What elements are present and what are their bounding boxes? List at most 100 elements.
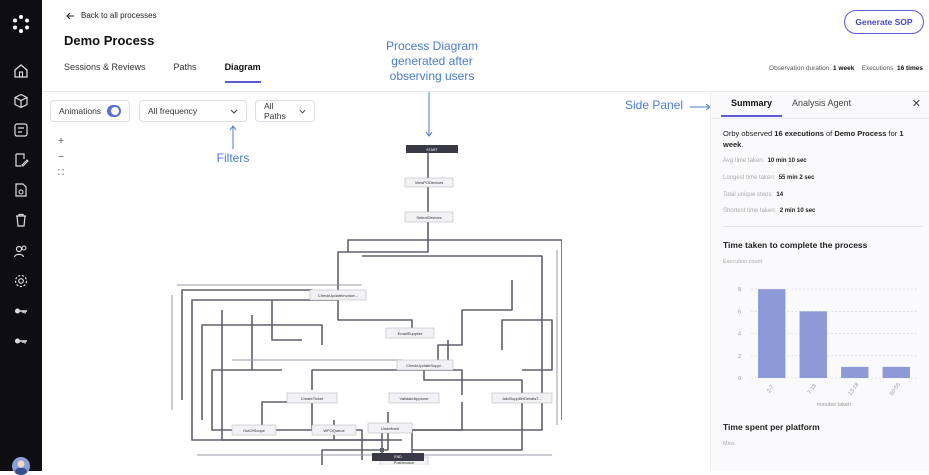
stat-value: 2 min 10 sec: [779, 208, 816, 214]
zoom-in-button[interactable]: +: [58, 136, 64, 147]
node-label: CheckUpdateInvoice...: [318, 293, 358, 298]
x-tick-label: 7-13: [807, 383, 818, 395]
x-axis-label: minutes taken: [817, 402, 851, 408]
panel-tabs: Summary Analysis Agent: [721, 98, 861, 117]
chart-title: Time taken to complete the process: [723, 240, 868, 250]
fit-view-button[interactable]: ⛶: [58, 168, 64, 177]
y-tick-label: 8: [738, 287, 741, 293]
stat-shortest-time: Shortest time taken: 2 min 10 sec: [723, 208, 815, 214]
avatar[interactable]: [12, 457, 30, 475]
box-icon[interactable]: [13, 93, 29, 109]
animations-toggle[interactable]: [107, 105, 121, 117]
stat-avg-time: Avg time taken: 10 min 10 sec: [723, 158, 807, 164]
trash-icon[interactable]: [13, 212, 29, 228]
node-label: AddSupplierDetailsT...: [502, 396, 541, 401]
summary-end: .: [741, 139, 744, 149]
api-key-icon[interactable]: [13, 333, 29, 349]
frequency-select[interactable]: All frequency: [139, 100, 247, 122]
diagram-canvas[interactable]: Animations All frequency All Paths + − ⛶…: [42, 39, 711, 471]
stat-label: Total unique steps:: [723, 192, 774, 198]
key-icon[interactable]: [13, 303, 29, 319]
process-diagram[interactable]: START ViewPODevices SelectDevices CheckU…: [162, 140, 562, 465]
report-icon[interactable]: [13, 182, 29, 198]
platform-ylabel: Mins: [723, 441, 735, 447]
paths-select[interactable]: All Paths: [255, 100, 315, 122]
y-tick-label: 6: [738, 309, 741, 315]
close-icon[interactable]: ✕: [911, 98, 921, 110]
filters-arrow-icon: [229, 125, 237, 149]
paths-select-value: All Paths: [264, 101, 286, 121]
animations-toggle-control[interactable]: Animations: [50, 100, 130, 122]
stat-label: Shortest time taken:: [723, 208, 777, 214]
node-label: SelectDevices: [416, 215, 441, 220]
summary-for: for: [886, 129, 900, 138]
chart-ylabel: Execution count: [723, 259, 763, 265]
x-tick-label: 13-18: [847, 382, 860, 397]
node-label: OutOfScope: [243, 428, 266, 433]
arrow-left-icon: [66, 12, 74, 19]
panel-divider: [711, 118, 929, 119]
stat-value: 14: [776, 192, 784, 198]
node-label: Undefined: [381, 426, 399, 431]
zoom-out-button[interactable]: −: [58, 152, 64, 163]
stat-unique-steps: Total unique steps: 14: [723, 192, 783, 198]
side-panel: Summary Analysis Agent ✕ Orby observed 1…: [710, 92, 929, 471]
tab-paths[interactable]: Paths: [173, 62, 197, 72]
chevron-down-icon: [230, 109, 238, 114]
stat-longest-time: Longest time taken: 55 min 2 sec: [723, 175, 814, 181]
observation-value: 1 week: [832, 65, 855, 72]
stat-label: Longest time taken:: [723, 175, 776, 181]
chevron-down-icon: [299, 109, 306, 113]
tab-diagram[interactable]: Diagram: [224, 62, 261, 83]
home-icon[interactable]: [13, 63, 29, 79]
summary-text: Orby observed 16 executions of Demo Proc…: [723, 129, 923, 151]
node-label: CreateTicket: [301, 396, 324, 401]
tab-sessions-reviews[interactable]: Sessions & Reviews: [64, 62, 146, 72]
bar: [758, 289, 786, 378]
observation-summary: Observation duration 1 week Executions 1…: [769, 65, 923, 72]
stat-label: Avg time taken:: [723, 158, 765, 164]
executions-value: 16 times: [896, 65, 923, 72]
settings-icon[interactable]: [13, 273, 29, 289]
executions-label: Executions: [861, 65, 894, 72]
diagram-annotation-line2: generated after: [391, 54, 473, 68]
orby-logo-icon[interactable]: [11, 14, 31, 34]
back-link-label: Back to all processes: [81, 11, 157, 20]
page-header: Back to all processes Demo Process Sessi…: [42, 0, 929, 92]
filters-annotation: Filters: [216, 151, 250, 165]
tab-analysis-agent[interactable]: Analysis Agent: [792, 98, 852, 108]
tab-summary[interactable]: Summary: [721, 98, 783, 117]
workflow-icon[interactable]: [13, 122, 29, 138]
animations-label: Animations: [59, 106, 102, 116]
edit-document-icon[interactable]: [13, 152, 29, 168]
x-tick-label: 2-7: [766, 384, 775, 394]
node-label: ValidateApprove: [399, 396, 429, 401]
nav-rail: [0, 0, 42, 475]
diagram-arrow-icon: [425, 92, 433, 137]
summary-process: Demo Process: [834, 129, 887, 138]
stats-divider: [723, 226, 923, 227]
tab-bar: Sessions & Reviews Paths Diagram: [64, 62, 289, 83]
time-taken-chart[interactable]: 0 2 4 6 8 2-7 7-13 13-18 50-55 minutes taken: [711, 268, 929, 408]
platform-title: Time spent per platform: [723, 422, 820, 432]
generate-sop-button[interactable]: Generate SOP: [844, 10, 924, 34]
users-icon[interactable]: [13, 243, 29, 259]
bar: [882, 366, 910, 378]
node-label: CheckUpdateSuppl...: [406, 363, 444, 368]
back-link[interactable]: Back to all processes: [66, 11, 157, 20]
node-label: ViewPODevices: [415, 180, 444, 185]
summary-mid: of: [823, 129, 835, 138]
node-label: EmailSupplier: [398, 331, 423, 336]
node-end[interactable]: END: [372, 453, 424, 461]
y-tick-label: 4: [738, 332, 741, 338]
stat-value: 55 min 2 sec: [778, 175, 815, 181]
diagram-annotation-line3: observing users: [389, 69, 475, 83]
stat-value: 10 min 10 sec: [767, 158, 807, 164]
diagram-annotation-line1: Process Diagram: [385, 39, 479, 53]
x-tick-label: 50-55: [889, 382, 902, 397]
y-tick-label: 0: [738, 376, 741, 382]
y-tick-label: 2: [738, 354, 741, 360]
summary-duration: 1 week: [723, 129, 904, 149]
summary-count: 16 executions: [774, 129, 824, 138]
side-panel-arrow-icon: [690, 103, 711, 111]
